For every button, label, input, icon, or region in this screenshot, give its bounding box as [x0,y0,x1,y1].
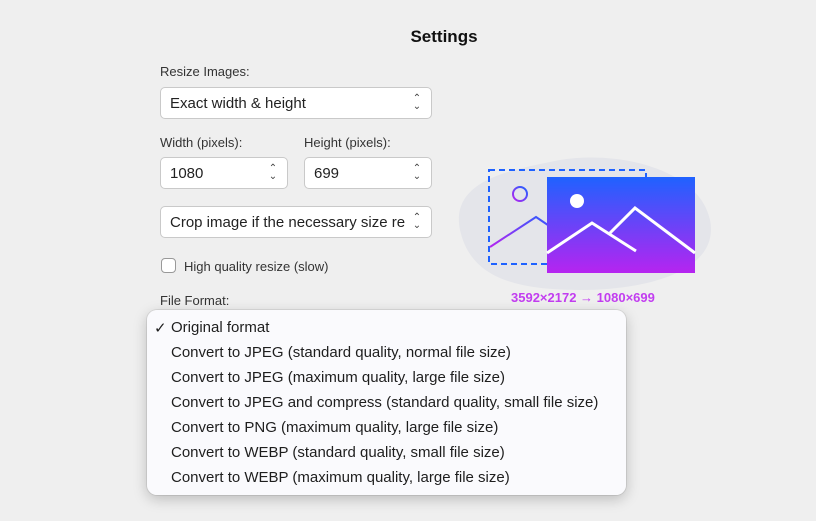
checkmark-icon: ✓ [154,319,167,337]
chevron-updown-icon: ⌃⌄ [412,93,422,112]
resize-value: Exact width & height [170,94,306,112]
width-value: 1080 [170,164,204,182]
height-stepper[interactable]: ⌃⌄ [412,163,422,182]
resized-image [547,177,695,273]
size-caption: 3592×2172 → 1080×699 [511,290,655,305]
page-title: Settings [410,27,478,46]
height-input[interactable]: 699 ⌃⌄ [304,157,432,189]
menu-item-webp-standard[interactable]: Convert to WEBP (standard quality, small… [147,440,626,465]
width-input[interactable]: 1080 ⌃⌄ [160,157,288,189]
menu-item-jpeg-compress[interactable]: Convert to JPEG and compress (standard q… [147,390,626,415]
menu-item-label: Convert to WEBP (maximum quality, large … [171,469,510,486]
menu-item-label: Convert to JPEG (standard quality, norma… [171,344,511,361]
menu-item-label: Convert to JPEG (maximum quality, large … [171,369,505,386]
crop-select[interactable]: Crop image if the necessary size re ⌃⌄ [160,206,432,238]
menu-item-jpeg-standard[interactable]: Convert to JPEG (standard quality, norma… [147,340,626,365]
preview-illustration [458,157,711,290]
chevron-updown-icon: ⌃⌄ [412,212,422,231]
height-label: Height (pixels): [304,135,391,150]
file-format-menu[interactable]: ✓Original format Convert to JPEG (standa… [147,310,626,495]
format-label: File Format: [160,293,230,308]
menu-item-jpeg-max[interactable]: Convert to JPEG (maximum quality, large … [147,365,626,390]
height-value: 699 [314,164,340,182]
crop-value: Crop image if the necessary size re [170,213,406,231]
menu-item-label: Original format [171,319,270,336]
menu-item-png[interactable]: Convert to PNG (maximum quality, large f… [147,415,626,440]
menu-item-label: Convert to JPEG and compress (standard q… [171,394,599,411]
menu-item-label: Convert to WEBP (standard quality, small… [171,444,505,461]
menu-item-original[interactable]: ✓Original format [147,315,626,340]
hq-label: High quality resize (slow) [184,259,329,274]
width-stepper[interactable]: ⌃⌄ [268,163,278,182]
hq-checkbox[interactable] [161,258,176,273]
resize-select[interactable]: Exact width & height ⌃⌄ [160,87,432,119]
menu-item-webp-max[interactable]: Convert to WEBP (maximum quality, large … [147,465,626,490]
menu-item-label: Convert to PNG (maximum quality, large f… [171,419,499,436]
resize-label: Resize Images: [160,64,250,79]
width-label: Width (pixels): [160,135,243,150]
